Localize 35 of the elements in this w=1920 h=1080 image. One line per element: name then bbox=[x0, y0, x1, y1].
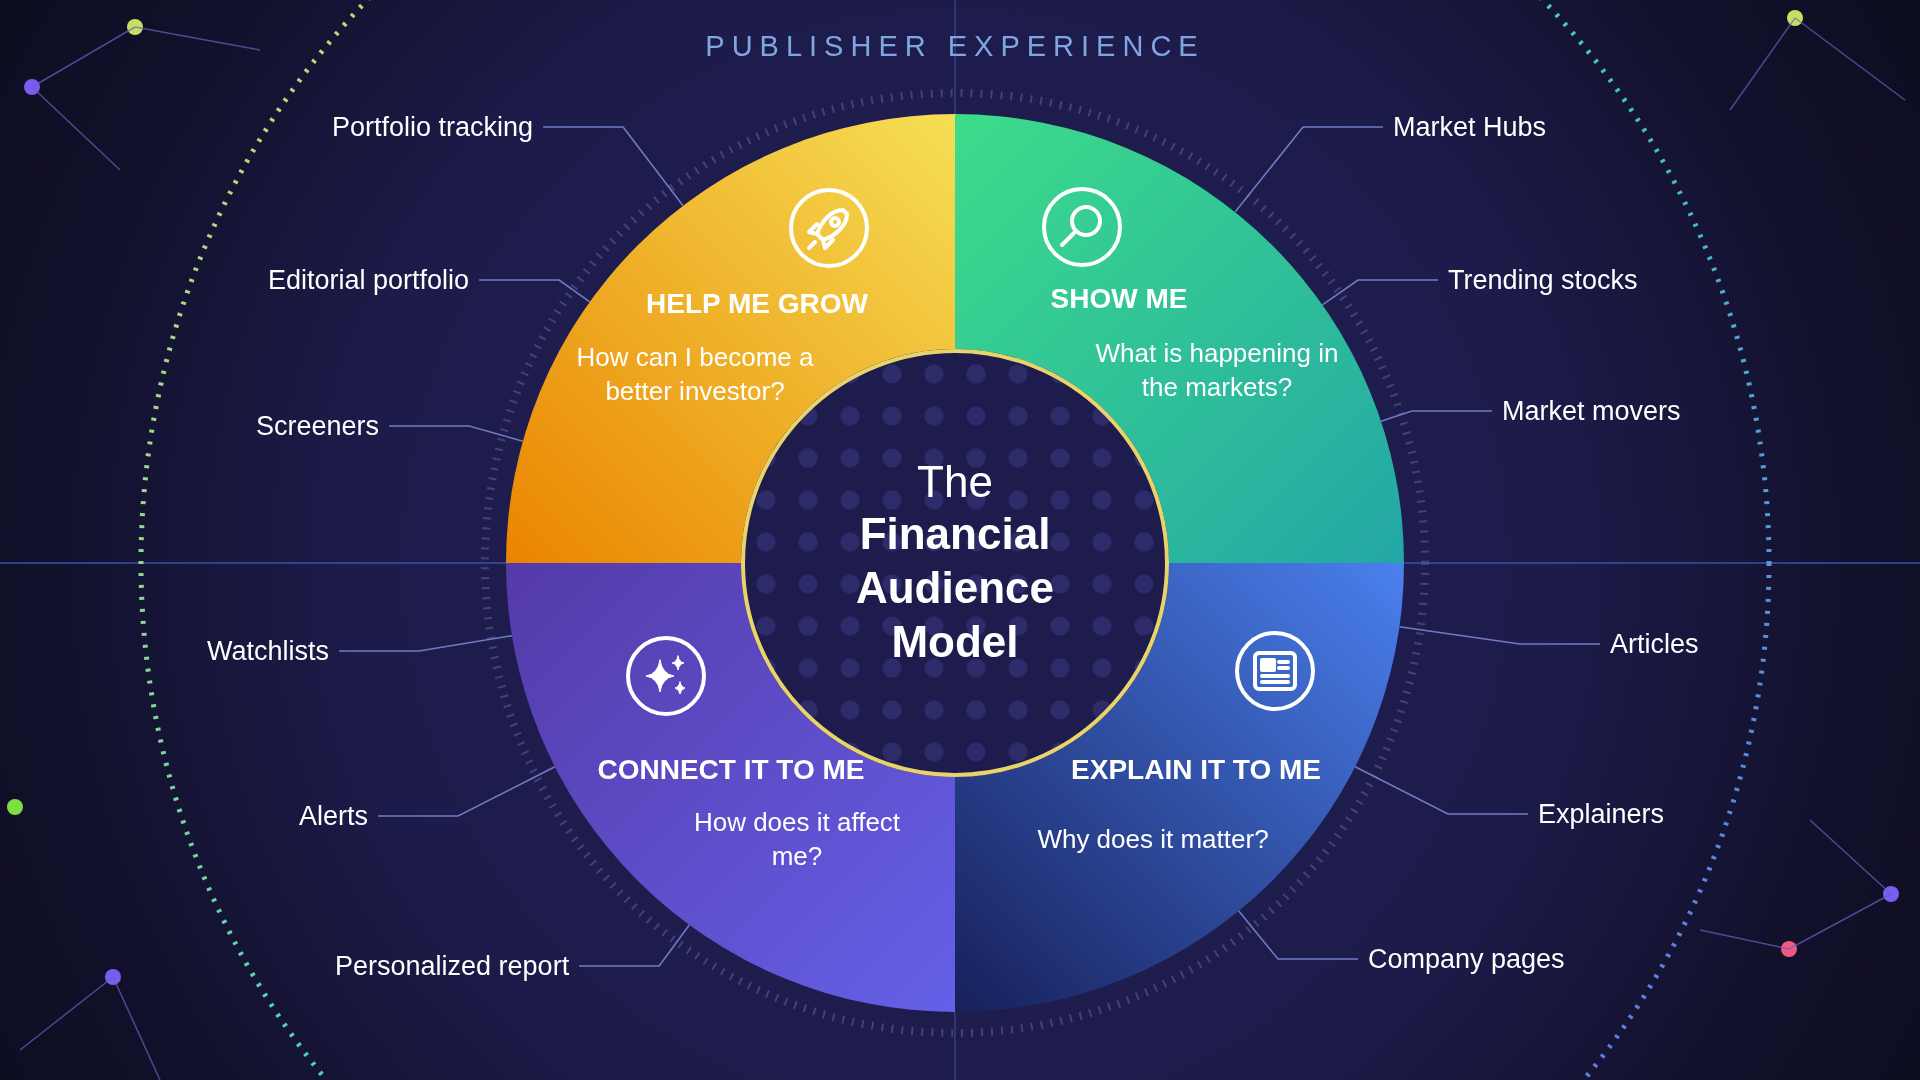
leader-line bbox=[1321, 279, 1439, 306]
segment-heading: EXPLAIN IT TO ME bbox=[1071, 754, 1321, 786]
segment-question: How can I become a better investor? bbox=[575, 341, 815, 408]
feature-label: Articles bbox=[1610, 628, 1699, 660]
center-intro-text: The bbox=[917, 457, 993, 507]
segment-heading: CONNECT IT TO ME bbox=[597, 754, 865, 786]
feature-label: Editorial portfolio bbox=[268, 264, 470, 296]
feature-label: Watchlists bbox=[207, 635, 329, 667]
feature-label: Personalized report bbox=[335, 950, 570, 982]
leader-line bbox=[1398, 625, 1601, 645]
feature-label: Portfolio tracking bbox=[332, 111, 534, 143]
leader-line bbox=[478, 279, 591, 303]
segment-question: Why does it matter? bbox=[1036, 823, 1270, 856]
leader-line bbox=[338, 634, 513, 652]
segment-question: What is happening in the markets? bbox=[1094, 337, 1340, 404]
segment-heading: HELP ME GROW bbox=[646, 288, 868, 320]
feature-label: Screeners bbox=[256, 410, 380, 442]
feature-label: Trending stocks bbox=[1448, 264, 1638, 296]
leader-line bbox=[578, 924, 691, 967]
leader-line bbox=[542, 126, 684, 207]
leader-line bbox=[1234, 126, 1384, 213]
feature-label: Market movers bbox=[1502, 395, 1681, 427]
leader-line bbox=[388, 425, 524, 442]
feature-label: Market Hubs bbox=[1393, 111, 1547, 143]
diagram-title: PUBLISHER EXPERIENCE bbox=[705, 29, 1205, 63]
leader-line bbox=[377, 765, 556, 817]
leader-line bbox=[1354, 765, 1529, 815]
feature-label: Company pages bbox=[1368, 943, 1565, 975]
segment-question: How does it affect me? bbox=[692, 806, 902, 873]
feature-label: Explainers bbox=[1538, 798, 1665, 830]
leader-line bbox=[1238, 910, 1359, 960]
feature-label: Alerts bbox=[299, 800, 369, 832]
segment-heading: SHOW ME bbox=[1050, 283, 1188, 315]
leader-line bbox=[1380, 410, 1493, 423]
model-name: Financial Audience Model bbox=[854, 508, 1055, 668]
